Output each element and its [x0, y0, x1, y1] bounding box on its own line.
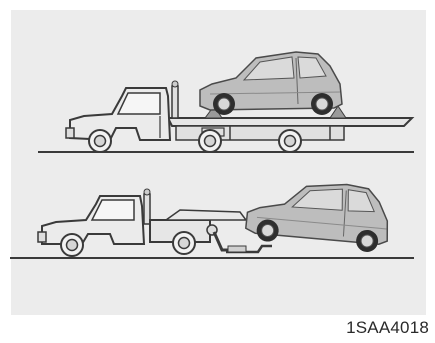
truck-rear-wheel-2	[279, 130, 301, 152]
scene-wheel-lift	[10, 175, 414, 258]
flatbed-truck	[66, 81, 178, 140]
truck-rear-wheel	[173, 232, 195, 254]
towed-car-lifted	[245, 175, 393, 254]
figure-code: 1SAA4018	[346, 318, 429, 338]
car-rear-wheel	[311, 93, 333, 115]
truck-rear-wheel	[199, 130, 221, 152]
truck-front-wheel	[61, 234, 83, 256]
car-front-wheel	[213, 93, 235, 115]
scene-flatbed	[38, 52, 414, 152]
truck-front-wheel	[89, 130, 111, 152]
